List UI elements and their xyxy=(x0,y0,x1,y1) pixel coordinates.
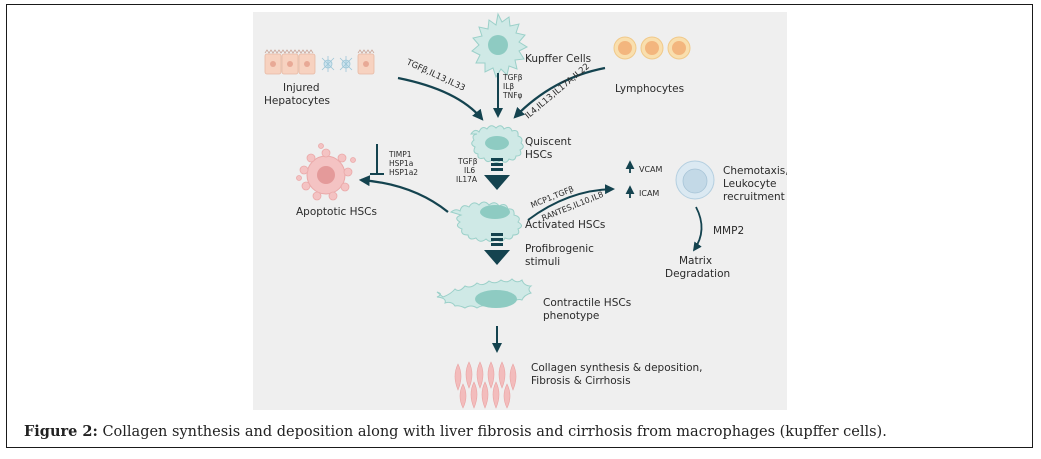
figure-caption: Figure 2: Collagen synthesis and deposit… xyxy=(24,423,887,440)
matrix-degradation-label-1: Matrix xyxy=(679,255,712,267)
contractile-hscs-label-2: phenotype xyxy=(543,310,599,322)
lymphocytes-label: Lymphocytes xyxy=(615,83,684,95)
icam-label: ICAM xyxy=(639,189,659,198)
edge-label-kupffer-3: TNFφ xyxy=(502,91,523,100)
kupffer-cells-label: Kupffer Cells xyxy=(525,53,591,65)
arrow-activated-to-apoptotic xyxy=(358,175,449,213)
inhibition-symbol xyxy=(370,144,384,175)
collagen-label-2: Fibrosis & Cirrhosis xyxy=(531,375,631,387)
arrow-leukocyte-to-matrix xyxy=(692,206,703,252)
edge-label-il4-il13-il17a-il22: IL4,IL13,IL17A,IL22 xyxy=(524,62,592,122)
leukocyte-icon xyxy=(675,160,715,200)
profibrogenic-label-2: stimuli xyxy=(525,256,560,268)
kupffer-cell-icon xyxy=(471,12,529,79)
profibrogenic-label-1: Profibrogenic xyxy=(525,243,594,255)
arrow-quiescent-to-activated xyxy=(484,158,510,190)
edge-label-activation-3: IL17A xyxy=(456,175,478,184)
edge-label-activation-2: IL6 xyxy=(464,166,475,175)
lymphocytes-icon xyxy=(613,36,691,60)
activated-hsc-icon xyxy=(449,201,522,242)
quiescent-hscs-label-2: HSCs xyxy=(525,149,552,161)
figure-caption-label: Figure 2: xyxy=(24,423,98,440)
vcam-label: VCAM xyxy=(639,165,663,174)
chemotaxis-label-2: Leukocyte xyxy=(723,178,776,190)
mmp2-label: MMP2 xyxy=(713,225,744,237)
edge-label-kupffer-2: ILβ xyxy=(503,82,514,91)
matrix-degradation-label-2: Degradation xyxy=(665,268,730,280)
collagen-cells-icon xyxy=(454,361,517,409)
chemotaxis-label-3: recruitment xyxy=(723,191,785,203)
apoptotic-hsc-icon xyxy=(296,143,356,201)
figure-panel: Injured Hepatocytes Kupffer Cells Lympho… xyxy=(253,12,787,410)
contractile-hsc-icon xyxy=(436,278,533,309)
arrow-hepatocytes-to-quiescent xyxy=(397,76,484,121)
figure-caption-text: Collagen synthesis and deposition along … xyxy=(97,424,887,440)
edge-label-kupffer-1: TGFβ xyxy=(502,73,523,82)
arrow-activated-to-adhesion xyxy=(527,184,615,221)
inhibitor-label-3: HSP1a2 xyxy=(389,168,418,177)
injured-hepatocytes-icon xyxy=(264,49,375,75)
apoptotic-hscs-label: Apoptotic HSCs xyxy=(296,206,377,218)
pathway-diagram: Injured Hepatocytes Kupffer Cells Lympho… xyxy=(264,12,787,409)
injured-hepatocytes-label-1: Injured xyxy=(283,82,320,94)
arrow-activated-to-contractile xyxy=(484,233,510,265)
collagen-label-1: Collagen synthesis & deposition, xyxy=(531,362,703,374)
arrow-lymphocytes-to-quiescent xyxy=(513,66,606,119)
activated-hscs-label: Activated HSCs xyxy=(525,219,605,231)
edge-label-activation-1: TGFβ xyxy=(457,157,478,166)
quiescent-hsc-icon xyxy=(470,125,524,163)
inhibitor-label-2: HSP1a xyxy=(389,159,413,168)
inhibitor-label-1: TIMP1 xyxy=(388,150,412,159)
chemotaxis-label-1: Chemotaxis, xyxy=(723,165,787,177)
contractile-hscs-label-1: Contractile HSCs xyxy=(543,297,631,309)
injured-hepatocytes-label-2: Hepatocytes xyxy=(264,95,330,107)
quiescent-hscs-label-1: Quiscent xyxy=(525,136,571,148)
